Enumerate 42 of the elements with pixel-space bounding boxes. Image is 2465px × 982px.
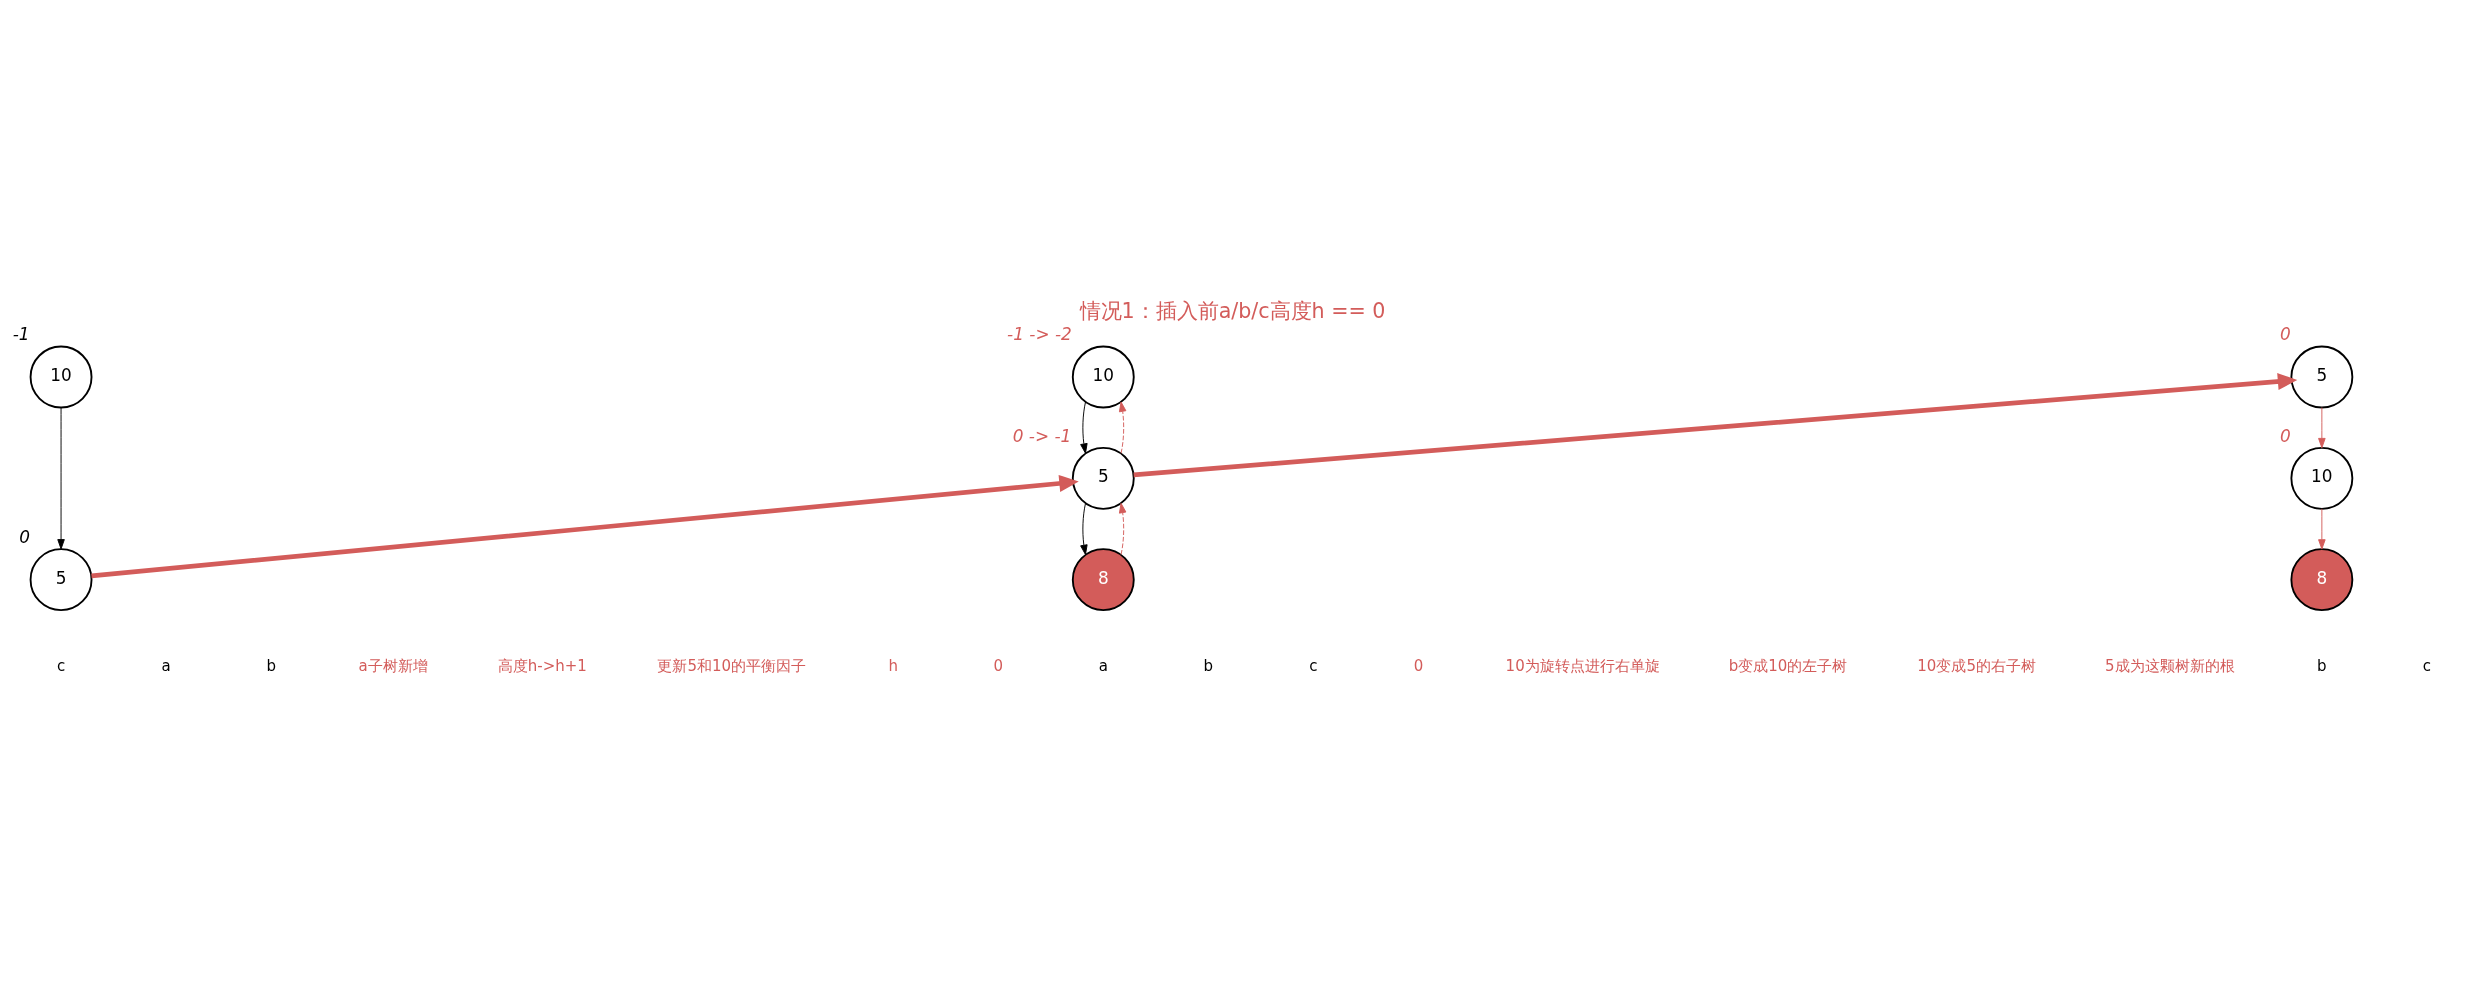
node-circle: 10 xyxy=(2290,446,2354,510)
label: 更新5和10的平衡因子 xyxy=(657,656,807,675)
node-circle: 5 xyxy=(1071,446,1135,510)
label: c xyxy=(56,656,66,675)
label: 0 xyxy=(993,656,1003,675)
node-circle: 10 xyxy=(1071,345,1135,409)
label: b xyxy=(266,656,276,675)
label: a xyxy=(161,656,171,675)
node-circle: 8 xyxy=(1071,548,1135,612)
label: 10变成5的右子树 xyxy=(1917,656,2036,675)
label: c xyxy=(1309,656,1318,675)
node-label: 0 -> -1 xyxy=(1012,425,1072,446)
label: 0 xyxy=(1413,656,1424,675)
label: 5成为这颗树新的根 xyxy=(2105,656,2235,675)
node-label: 0 xyxy=(2280,425,2291,446)
arrow xyxy=(91,475,1079,579)
arrow xyxy=(1118,401,1127,454)
arrow xyxy=(1133,373,2298,478)
node-label: 0 xyxy=(2280,324,2291,345)
label: b xyxy=(1203,656,1214,675)
label: a xyxy=(1098,656,1108,675)
label: 高度h->h+1 xyxy=(497,656,587,675)
node-circle: 5 xyxy=(29,548,93,612)
node-label: -1 xyxy=(12,324,30,345)
arrow xyxy=(2318,407,2326,449)
label: h xyxy=(888,656,898,675)
label: c xyxy=(2422,656,2432,675)
arrow xyxy=(57,407,65,550)
node-label: 0 xyxy=(19,526,31,547)
arrow xyxy=(1118,502,1127,555)
label: b变成10的左子树 xyxy=(1728,656,1848,675)
diagram-title: 情况1：插入前a/b/c高度h == 0 xyxy=(1079,299,1386,324)
arrow xyxy=(1080,401,1088,454)
node-circle: 10 xyxy=(29,345,93,409)
arrow xyxy=(2318,508,2326,550)
node-circle: 8 xyxy=(2290,548,2354,612)
label: a子树新增 xyxy=(358,656,428,675)
label: 10为旋转点进行右单旋 xyxy=(1505,656,1660,675)
node-circle: 5 xyxy=(2290,345,2354,409)
arrow xyxy=(1080,502,1088,555)
node-label: -1 -> -2 xyxy=(1007,324,1072,345)
label: b xyxy=(2317,656,2327,675)
